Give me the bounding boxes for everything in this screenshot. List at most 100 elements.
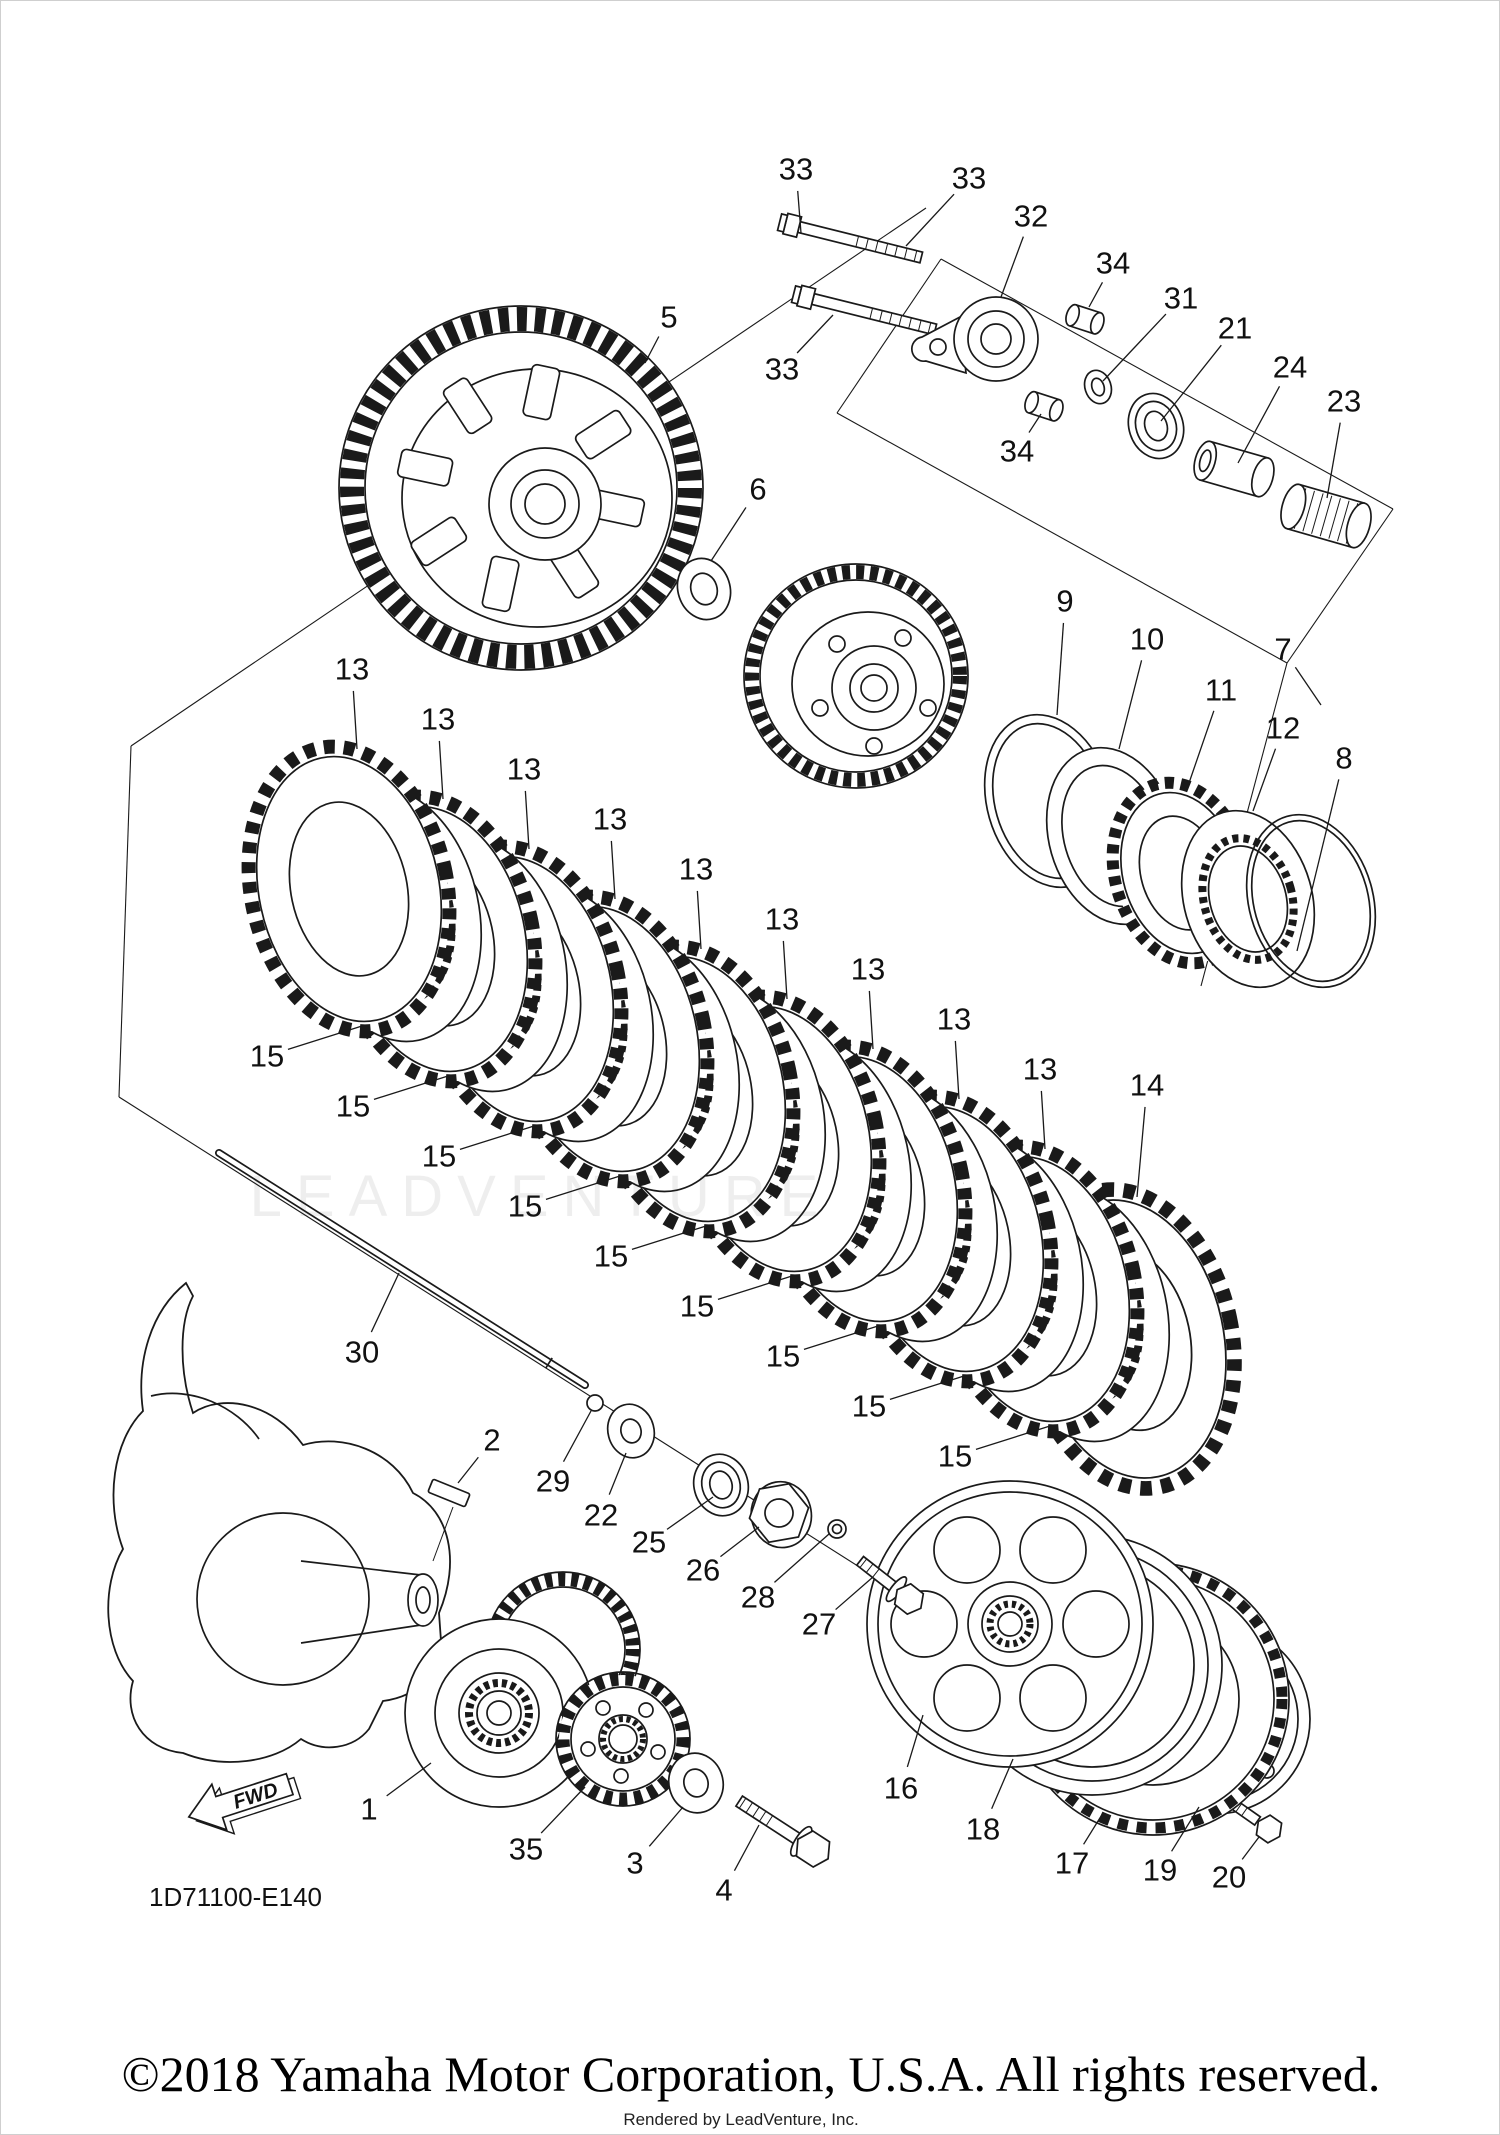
callout-leader-line — [717, 1275, 793, 1300]
wire-ring-8 — [1245, 813, 1377, 989]
callout-leader-line — [1160, 344, 1222, 422]
callout-leader-line — [1188, 710, 1215, 784]
part-number-callout: 13 — [1023, 1052, 1057, 1087]
part-number-callout: 13 — [937, 1002, 971, 1037]
part-number-callout: 13 — [593, 802, 627, 837]
clutch-release-holder-32 — [911, 296, 1039, 382]
callout-leader-line — [1296, 779, 1340, 952]
part-number-callout: 26 — [686, 1553, 720, 1588]
part-number-callout: 7 — [1274, 632, 1291, 667]
part-number-callout: 15 — [422, 1139, 456, 1174]
callout-leader-line — [975, 1425, 1051, 1450]
part-number-callout: 34 — [1096, 246, 1130, 281]
callout-leader-line — [352, 690, 358, 750]
bolt-4 — [734, 1794, 831, 1869]
fwd-label: FWD — [231, 1779, 281, 1814]
callout-leader-line — [1102, 313, 1167, 382]
part-number-callout: 3 — [626, 1846, 643, 1881]
callout-leader-line — [889, 1375, 965, 1400]
clutch-basket-part-5 — [338, 305, 704, 671]
part-number-callout: 33 — [952, 161, 986, 196]
spring-washer-25 — [692, 1453, 750, 1517]
callout-leader-line — [1088, 282, 1104, 308]
part-number-callout: 25 — [632, 1525, 666, 1560]
callout-leader-line — [796, 314, 834, 354]
part-number-callout: 15 — [766, 1339, 800, 1374]
clutch-boss-hub — [743, 563, 969, 789]
part-number-callout: 13 — [507, 752, 541, 787]
part-number-callout: 10 — [1130, 622, 1164, 657]
part-number-callout: 35 — [509, 1832, 543, 1867]
callout-leader-line — [386, 1762, 432, 1797]
callout-leader-line — [457, 1456, 479, 1484]
push-rod-30 — [215, 1149, 589, 1389]
part-number-callout: 12 — [1266, 711, 1300, 746]
part-number-callout: 9 — [1056, 584, 1073, 619]
copyright-text: ©2018 Yamaha Motor Corporation, U.S.A. A… — [122, 2046, 1381, 2102]
callout-leader-line — [608, 1452, 627, 1495]
part-number-callout: 18 — [966, 1812, 1000, 1847]
callout-leader-line — [991, 1758, 1014, 1810]
callout-leader-line — [733, 1824, 760, 1871]
ball-29 — [586, 1394, 604, 1412]
part-number-callout: 11 — [1205, 673, 1237, 708]
woodruff-key-2 — [427, 1478, 471, 1562]
callout-leader-line — [1028, 413, 1042, 433]
callout-leader-line — [370, 1272, 400, 1333]
diagram-code: 1D71100-E140 — [149, 1882, 322, 1912]
callout-leader-line — [696, 890, 702, 950]
watermark-text: LEADVENTURE — [250, 1164, 833, 1229]
crankcase — [107, 1281, 451, 1763]
part-number-callout: 15 — [508, 1189, 542, 1224]
part-number-callout: 29 — [536, 1464, 570, 1499]
pressure-plate-16 — [866, 1480, 1154, 1768]
callout-leader-line — [1252, 748, 1277, 812]
part-number-callout: 13 — [335, 652, 369, 687]
part-number-callout: 15 — [680, 1289, 714, 1324]
callout-leader-line — [782, 940, 788, 1000]
callout-leader-line — [954, 1040, 960, 1100]
bolt-27 — [855, 1555, 925, 1616]
primary-drive-drum-1 — [404, 1618, 594, 1808]
callout-leader-line — [710, 507, 747, 562]
part-number-callout: 15 — [336, 1089, 370, 1124]
callout-leader-line — [1237, 386, 1281, 464]
callout-leader-line — [906, 1714, 924, 1768]
nut-26 — [748, 1480, 813, 1549]
part-number-callout: 15 — [250, 1039, 284, 1074]
callout-leader-line — [797, 190, 802, 234]
callout-leader-line — [1083, 1812, 1104, 1845]
callout-leader-line — [562, 1410, 592, 1462]
callout-leader-line — [1000, 236, 1024, 298]
callout-leader-line — [1118, 660, 1143, 750]
part-number-callout: 15 — [594, 1239, 628, 1274]
part-number-callout: 16 — [884, 1771, 918, 1806]
fwd-arrow: FWD — [187, 1772, 302, 1835]
part-number-callout: 8 — [1335, 741, 1352, 776]
part-number-callout: 15 — [852, 1389, 886, 1424]
callout-leader-line — [666, 1496, 714, 1530]
washer-22 — [606, 1403, 656, 1459]
callout-leader-line — [1171, 1806, 1200, 1852]
needle-bearing-23 — [1280, 483, 1372, 549]
callout-leader-line — [1040, 1090, 1046, 1150]
callout-leader-line — [868, 990, 874, 1050]
part-number-callout: 31 — [1164, 281, 1198, 316]
part-number-callout: 32 — [1014, 199, 1048, 234]
callout-leader-line — [644, 336, 660, 364]
mount-bolt-33-b — [790, 283, 939, 341]
callout-leader-line — [905, 193, 955, 247]
part-number-callout: 13 — [679, 852, 713, 887]
callout-leader-line — [545, 1175, 621, 1200]
part-number-callout: 4 — [715, 1873, 732, 1908]
callout-leader-line — [835, 1576, 874, 1611]
part-number-callout: 14 — [1130, 1068, 1164, 1103]
callout-leader-line — [648, 1806, 684, 1847]
callout-leader-line — [1241, 1836, 1260, 1860]
o-ring-28 — [827, 1519, 847, 1539]
callout-leader-line — [287, 1025, 363, 1050]
washer-3 — [667, 1752, 725, 1814]
part-number-callout: 33 — [779, 152, 813, 187]
